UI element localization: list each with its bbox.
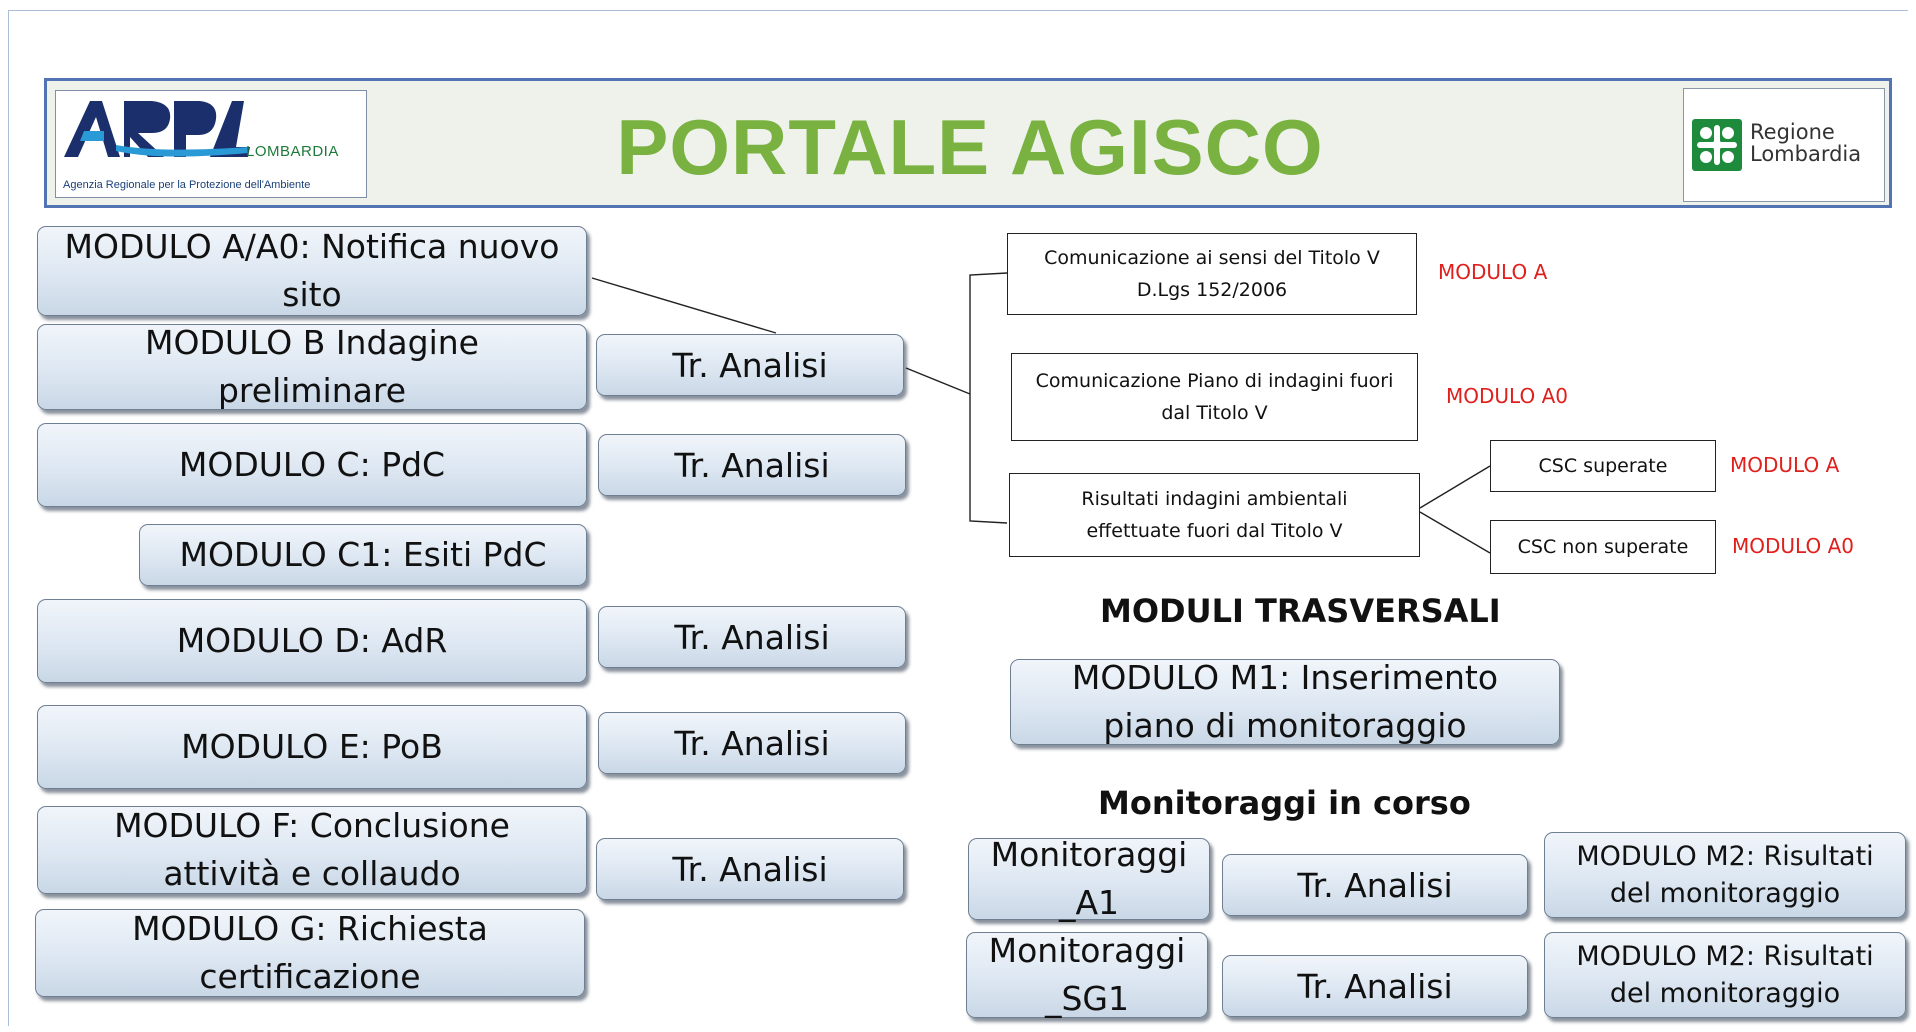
regione-logo-text: Regione Lombardia <box>1750 121 1861 165</box>
slide-frame <box>8 10 1908 1026</box>
tr-analisi-b-button[interactable]: Tr. Analisi <box>596 334 904 396</box>
modulo-m1-button[interactable]: MODULO M1: Inserimento piano di monitora… <box>1010 658 1560 745</box>
arpa-logo-subtitle: Agenzia Regionale per la Protezione dell… <box>63 179 311 191</box>
csc-superate-box: CSC superate <box>1490 440 1716 492</box>
tr-analisi-d-button[interactable]: Tr. Analisi <box>598 606 906 668</box>
arpa-logo-word: LOMBARDIA <box>246 143 339 160</box>
tr-analisi-a1-label: Tr. Analisi <box>1297 865 1453 905</box>
modulo-d-label: MODULO D: AdR <box>176 621 448 660</box>
csc-non-superate-box: CSC non superate <box>1490 520 1716 574</box>
tr-analisi-sg1-button[interactable]: Tr. Analisi <box>1222 955 1528 1017</box>
csc-non-superate-text: CSC non superate <box>1517 536 1689 558</box>
tr-analisi-f-label: Tr. Analisi <box>672 849 828 889</box>
modulo-c-label: MODULO C: PdC <box>178 445 446 484</box>
tr-analisi-b-label: Tr. Analisi <box>672 345 828 385</box>
modulo-c1-button[interactable]: MODULO C1: Esiti PdC <box>139 524 587 586</box>
tr-analisi-e-button[interactable]: Tr. Analisi <box>598 712 906 774</box>
modulo-e-button[interactable]: MODULO E: PoB <box>37 705 587 789</box>
comunicazione-piano-text: Comunicazione Piano di indagini fuori da… <box>1035 370 1394 424</box>
csc-superate-text: CSC superate <box>1538 455 1668 477</box>
modulo-f-button[interactable]: MODULO F: Conclusione attività e collaud… <box>37 806 587 894</box>
arpa-logo: LOMBARDIA Agenzia Regionale per la Prote… <box>55 90 367 198</box>
comunicazione-piano-box: Comunicazione Piano di indagini fuori da… <box>1011 353 1418 441</box>
moduli-trasversali-heading: MODULI TRASVERSALI <box>1100 592 1501 630</box>
modulo-a-a0-button[interactable]: MODULO A/A0: Notifica nuovo sito <box>37 226 587 316</box>
modulo-c-button[interactable]: MODULO C: PdC <box>37 423 587 507</box>
modulo-m2-a1-label: MODULO M2: Risultati del monitoraggio <box>1576 841 1874 909</box>
modulo-a0-label: MODULO A0 <box>1446 384 1568 408</box>
modulo-a-a0-label: MODULO A/A0: Notifica nuovo sito <box>64 227 560 314</box>
csc-superate-module-label: MODULO A <box>1730 453 1840 477</box>
monitoraggi-sg1-button[interactable]: Monitoraggi _SG1 <box>966 931 1208 1018</box>
regione-logo-line2: Lombardia <box>1750 142 1862 166</box>
modulo-b-label: MODULO B Indagine preliminare <box>145 323 479 410</box>
tr-analisi-f-button[interactable]: Tr. Analisi <box>596 838 904 900</box>
modulo-e-label: MODULO E: PoB <box>181 727 443 766</box>
modulo-c1-label: MODULO C1: Esiti PdC <box>179 535 547 574</box>
modulo-a-label: MODULO A <box>1438 260 1548 284</box>
modulo-m1-label: MODULO M1: Inserimento piano di monitora… <box>1071 658 1499 745</box>
modulo-g-label: MODULO G: Richiesta certificazione <box>132 909 488 996</box>
modulo-m2-sg1-label: MODULO M2: Risultati del monitoraggio <box>1576 941 1874 1009</box>
tr-analisi-a1-button[interactable]: Tr. Analisi <box>1222 854 1528 916</box>
tr-analisi-d-label: Tr. Analisi <box>674 617 830 657</box>
csc-non-superate-module-label: MODULO A0 <box>1732 534 1854 558</box>
modulo-d-button[interactable]: MODULO D: AdR <box>37 599 587 683</box>
monitoraggi-a1-label: Monitoraggi _A1 <box>990 835 1188 922</box>
tr-analisi-c-label: Tr. Analisi <box>674 445 830 485</box>
regione-lombardia-logo: Regione Lombardia <box>1683 88 1885 202</box>
modulo-m2-a1-button[interactable]: MODULO M2: Risultati del monitoraggio <box>1544 832 1906 918</box>
tr-analisi-e-label: Tr. Analisi <box>674 723 830 763</box>
monitoraggi-in-corso-heading: Monitoraggi in corso <box>1098 784 1471 822</box>
modulo-f-label: MODULO F: Conclusione attività e collaud… <box>114 806 510 893</box>
comunicazione-titolo-v-box: Comunicazione ai sensi del Titolo V D.Lg… <box>1007 233 1417 315</box>
comunicazione-titolo-v-text: Comunicazione ai sensi del Titolo V D.Lg… <box>1044 247 1380 301</box>
regione-rose-icon <box>1692 119 1742 171</box>
monitoraggi-a1-button[interactable]: Monitoraggi _A1 <box>968 835 1210 922</box>
risultati-indagini-box: Risultati indagini ambientali effettuate… <box>1009 473 1420 557</box>
modulo-b-button[interactable]: MODULO B Indagine preliminare <box>37 323 587 410</box>
modulo-m2-sg1-button[interactable]: MODULO M2: Risultati del monitoraggio <box>1544 932 1906 1018</box>
modulo-g-button[interactable]: MODULO G: Richiesta certificazione <box>35 909 585 997</box>
page-title: PORTALE AGISCO <box>616 102 1324 191</box>
monitoraggi-sg1-label: Monitoraggi _SG1 <box>988 931 1186 1018</box>
tr-analisi-sg1-label: Tr. Analisi <box>1297 966 1453 1006</box>
risultati-indagini-text: Risultati indagini ambientali effettuate… <box>1081 488 1348 542</box>
regione-logo-line1: Regione <box>1750 120 1835 144</box>
tr-analisi-c-button[interactable]: Tr. Analisi <box>598 434 906 496</box>
arpa-logo-mark <box>64 101 250 157</box>
